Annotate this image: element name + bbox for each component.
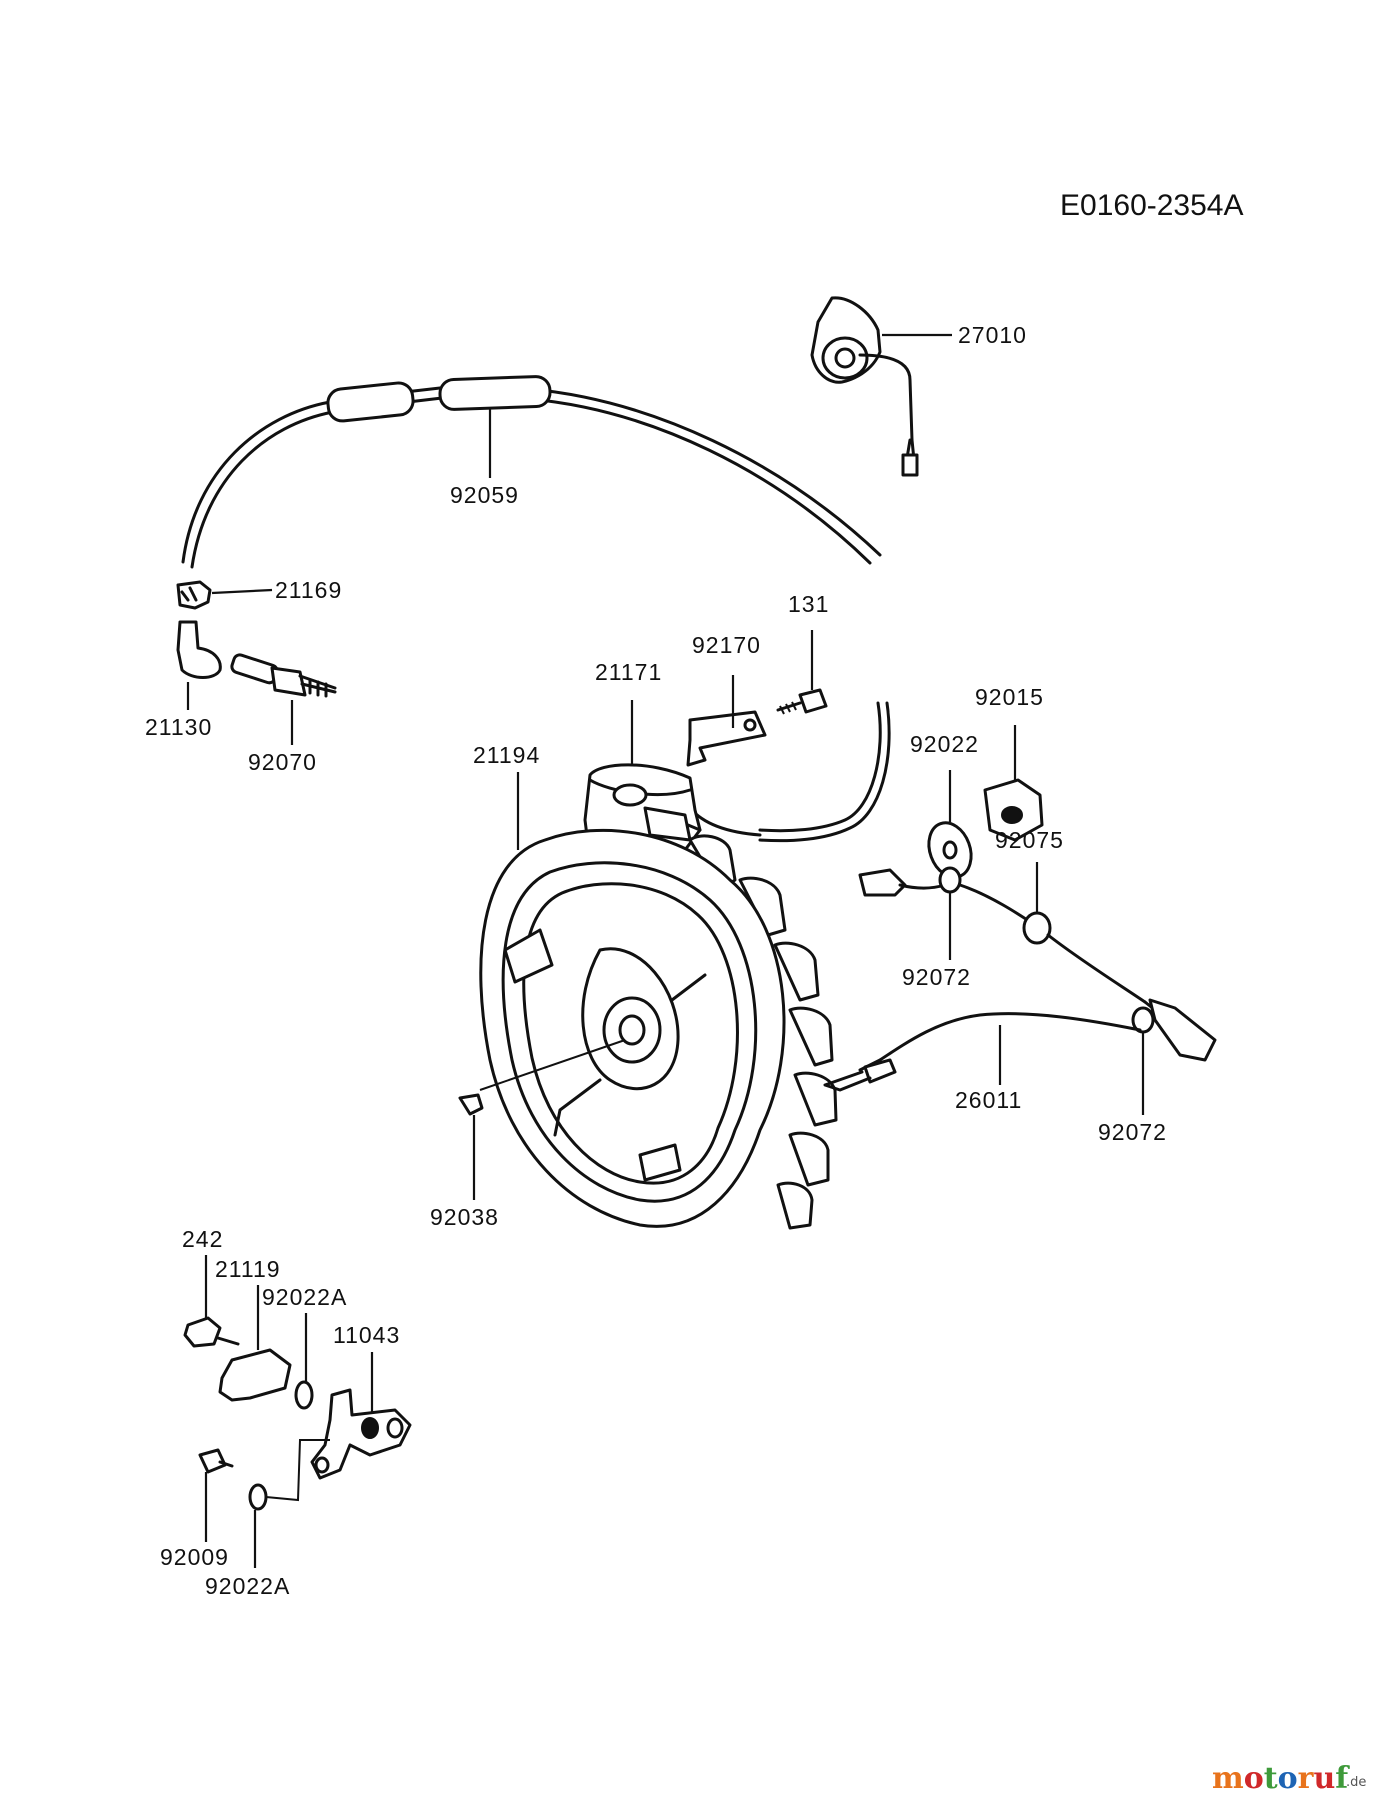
svg-text:21130: 21130 [145, 714, 212, 740]
bracket-11043 [310, 1388, 412, 1480]
svg-text:92070: 92070 [248, 749, 317, 775]
bracket-21119 [218, 1348, 292, 1402]
washer-92022A-b [248, 1439, 330, 1511]
svg-text:26011: 26011 [955, 1087, 1022, 1113]
svg-text:27010: 27010 [958, 322, 1027, 348]
washer-92022A-a [294, 1380, 314, 1410]
ignition-cable [181, 375, 891, 843]
label-92009: 92009 [160, 1472, 229, 1570]
diagram-code: E0160-2354A [1060, 189, 1244, 222]
label-92038: 92038 [430, 1115, 499, 1230]
label-21169: 21169 [211, 577, 342, 603]
svg-text:.de: .de [1346, 1775, 1366, 1790]
flywheel-nut [983, 778, 1044, 842]
label-21130: 21130 [145, 682, 212, 740]
label-21194: 21194 [473, 742, 540, 850]
svg-text:92022A: 92022A [205, 1573, 290, 1599]
label-92170: 92170 [692, 632, 761, 728]
spark-plug [230, 653, 337, 698]
svg-text:92015: 92015 [975, 684, 1044, 710]
bolt-92009 [198, 1448, 234, 1474]
svg-text:21194: 21194 [473, 742, 540, 768]
label-21171: 21171 [595, 659, 662, 765]
svg-text:242: 242 [182, 1226, 223, 1252]
bolt-131 [776, 688, 828, 715]
label-92070: 92070 [248, 700, 317, 775]
label-92072-b: 92072 [1098, 1032, 1167, 1145]
svg-text:92075: 92075 [995, 827, 1064, 853]
label-92015: 92015 [975, 684, 1044, 780]
label-27010: 27010 [882, 322, 1027, 348]
woodruff-key [458, 1093, 484, 1116]
bolt-242 [183, 1316, 240, 1348]
svg-text:21169: 21169 [275, 577, 342, 603]
label-11043: 11043 [333, 1322, 400, 1412]
svg-text:92059: 92059 [450, 482, 519, 508]
label-92022A-a: 92022A [262, 1284, 347, 1382]
label-131: 131 [788, 591, 829, 690]
label-92022A-b: 92022A [205, 1510, 290, 1599]
label-92059: 92059 [450, 408, 519, 508]
svg-text:92022A: 92022A [262, 1284, 347, 1310]
svg-text:92072: 92072 [902, 964, 971, 990]
svg-text:131: 131 [788, 591, 829, 617]
terminal-clip [176, 580, 212, 610]
svg-text:21171: 21171 [595, 659, 662, 685]
svg-text:92038: 92038 [430, 1204, 499, 1230]
svg-text:92170: 92170 [692, 632, 761, 658]
cable-sleeve-2 [438, 375, 552, 411]
label-92075: 92075 [995, 827, 1064, 913]
label-242: 242 [182, 1226, 223, 1318]
svg-text:11043: 11043 [333, 1322, 400, 1348]
spark-plug-cap [810, 296, 919, 477]
svg-text:92022: 92022 [910, 731, 979, 757]
svg-text:motoruf: motoruf [1212, 1761, 1350, 1796]
label-26011: 26011 [955, 1025, 1022, 1113]
label-92072-a: 92072 [902, 892, 971, 990]
svg-text:92009: 92009 [160, 1544, 229, 1570]
bracket-92170 [686, 710, 767, 767]
stop-wire-harness [823, 866, 1217, 1092]
watermark-logo: motoruf .de [1212, 1761, 1366, 1796]
plug-boot [176, 620, 222, 679]
svg-text:21119: 21119 [215, 1256, 281, 1282]
flywheel [479, 828, 838, 1230]
svg-text:92072: 92072 [1098, 1119, 1167, 1145]
label-21119: 21119 [215, 1256, 281, 1350]
label-92022: 92022 [910, 731, 979, 822]
cable-sleeve-1 [326, 381, 415, 423]
